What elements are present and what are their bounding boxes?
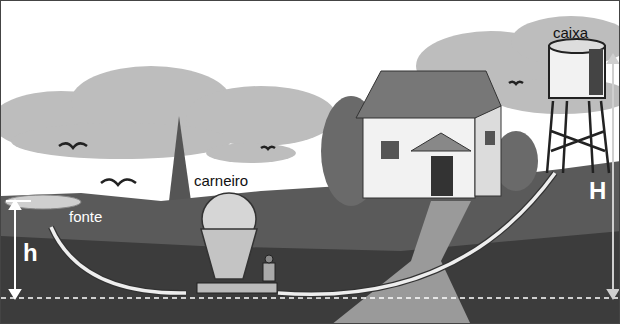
source-pool	[5, 195, 81, 209]
house-side	[475, 106, 501, 196]
pipe-outline	[51, 227, 186, 293]
house-roof	[356, 71, 501, 118]
porch-roof	[411, 133, 471, 151]
cloud	[11, 123, 231, 159]
house-wall	[363, 116, 475, 198]
bird	[59, 143, 87, 148]
conifer-tree	[169, 116, 191, 201]
pipe-body	[278, 173, 555, 294]
arrowhead	[608, 55, 618, 63]
bird	[101, 179, 136, 185]
dimension-tick	[6, 200, 31, 202]
ram-valve	[263, 263, 275, 281]
height-label: h	[23, 241, 38, 265]
source-node: fonte	[21, 191, 111, 227]
height-label: H	[589, 179, 606, 203]
ram-body	[201, 229, 257, 279]
ram-node: carneiro	[186, 171, 278, 299]
hydraulic-ram	[197, 193, 277, 293]
cloud	[206, 143, 296, 163]
house-window	[381, 141, 399, 159]
tank-node: caixa	[541, 21, 613, 173]
water-tower	[547, 39, 609, 173]
tower-legs	[547, 101, 609, 173]
house	[356, 71, 501, 198]
dimension-line	[612, 63, 614, 291]
pipe	[278, 173, 555, 294]
arrowhead	[10, 290, 20, 298]
H-dimension	[608, 55, 618, 298]
node-label: caixa	[553, 25, 588, 40]
arrowhead	[608, 290, 618, 298]
node-label: carneiro	[194, 173, 248, 188]
node-label: fonte	[69, 209, 102, 224]
reference-line	[1, 297, 620, 299]
house-window	[485, 131, 495, 145]
valve-knob	[265, 255, 273, 263]
arrowhead	[10, 201, 20, 209]
ram-base	[197, 283, 277, 293]
bird	[509, 82, 523, 84]
pipe-body	[51, 227, 186, 293]
pipe	[51, 227, 186, 293]
dimension-line	[14, 207, 16, 291]
pipe-outline	[278, 173, 555, 294]
tank-shade	[589, 49, 603, 95]
bird	[261, 147, 275, 149]
house-door	[431, 156, 453, 196]
